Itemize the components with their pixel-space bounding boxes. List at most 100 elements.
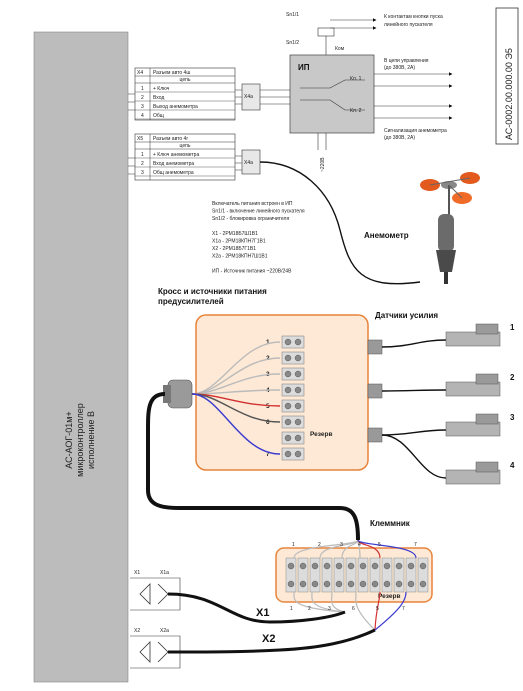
- x4-row-label: Вход: [153, 95, 164, 101]
- terminal-bottom-number: 1: [290, 606, 293, 612]
- force-sensor: [445, 421, 501, 437]
- info-line: X1 - 2РМ18Б7Ш1В1: [212, 231, 258, 237]
- x5a-connector: X4а: [235, 149, 261, 175]
- cross-title-line-1: Кросс и источники питания: [158, 287, 267, 296]
- x5a-label: X4а: [244, 160, 253, 166]
- info-line: X2а - 2РМ18КПН7Ш1В1: [212, 254, 268, 260]
- sig-note-line-1: Сигнализация анемометра: [384, 128, 447, 134]
- terminal-cell: [357, 557, 369, 593]
- x5-connector-table: X5 Разъем авто 4г цепь 1+ Ключ анемометр…: [134, 133, 236, 181]
- terminal-cell: [381, 557, 393, 593]
- kl2-label: Кл. 2: [350, 108, 362, 114]
- terminal-bottom-wire: [355, 591, 376, 631]
- sensor-cables: [381, 339, 447, 479]
- cross-title-line-2: предусилителей: [158, 297, 224, 306]
- terminal-wires: [293, 539, 417, 631]
- x4-header: цепь: [180, 77, 191, 83]
- terminal-top-number: 5: [378, 542, 381, 548]
- power-input: ~220В: [317, 133, 327, 172]
- sensor-cable: [381, 434, 447, 479]
- terminal-cell: [321, 557, 333, 593]
- sensor-number: 1: [510, 323, 515, 332]
- x1-cable: [167, 592, 346, 624]
- ctrl-note-line-2: (до 380В, 2А): [384, 65, 415, 71]
- terminal-bottom-number: 2: [308, 606, 311, 612]
- sensor-number: 4: [510, 461, 515, 470]
- x1-connector: X1 X1а: [130, 570, 181, 611]
- info-line: X1а - 2РМ18КПН7Г1В1: [212, 239, 266, 245]
- x1-label: X1: [134, 570, 140, 576]
- x4-row-num: 4: [141, 113, 144, 119]
- x2-cable: [167, 628, 376, 654]
- terminal-block: Резерв: [275, 547, 433, 603]
- v220-label: ~220В: [320, 157, 326, 172]
- terminal-top-wire: [357, 539, 417, 559]
- terminal-top-number: 1: [292, 542, 295, 548]
- x4-row-label: Выход анемометра: [153, 104, 198, 110]
- terminal-cell: [345, 557, 357, 593]
- ctrl-note-line-1: В цепи управления: [384, 58, 429, 64]
- x2a-label: X2а: [160, 628, 169, 634]
- terminal-top-number: 2: [318, 542, 321, 548]
- sn1-label: Sn1/1: [286, 12, 299, 18]
- kl1-label: Кл. 1: [350, 76, 362, 82]
- terminal-bottom-number: 3: [328, 606, 331, 612]
- doc-number: АС-0002.00.000.00 Э5: [504, 48, 514, 140]
- x4-label: X4: [137, 70, 143, 76]
- force-sensors: 1 2 3 4: [445, 323, 515, 485]
- ip-sub-label: Ком: [335, 46, 345, 52]
- x5-row-label: Общ анемометра: [153, 170, 194, 176]
- doc-number-box: АС-0002.00.000.00 Э5: [495, 7, 519, 145]
- sensor-number: 2: [510, 373, 515, 382]
- cross-terminal-number: 6: [266, 419, 270, 426]
- sensor-number: 3: [510, 413, 515, 422]
- cross-reserve-label: Резерв: [310, 431, 333, 438]
- cross-terminal-number: 5: [266, 403, 270, 410]
- info-line: Sn1/2 - блокировка ограничителя: [212, 216, 289, 222]
- terminal-reserve-label: Резерв: [378, 593, 401, 600]
- controller-line-2: микроконтроллер: [75, 403, 85, 477]
- force-sensor: [445, 469, 501, 485]
- controller-block: АС-АОГ-01м+ микроконтроллер исполнение В: [33, 31, 129, 683]
- x2-connector: X2 X2а: [130, 628, 181, 669]
- info-line: Sn1/1 - включение линейного пускателя: [212, 208, 305, 215]
- terminal-bottom-wire: [293, 591, 346, 613]
- controller-line-1: АС-АОГ-01м+: [64, 411, 74, 468]
- anemometer-image: [420, 172, 480, 284]
- cross-wires: [191, 341, 281, 455]
- switch-sn1: Sn1/1 Sn1/2 К контактам кнопки пуска лин…: [286, 12, 443, 55]
- terminal-cell: [297, 557, 309, 593]
- terminal-bottom-number: 5: [376, 606, 379, 612]
- sig-note-line-2: (до 380В, 2А): [384, 135, 415, 141]
- terminal-bottom-number: 6: [352, 606, 355, 612]
- cross-terminal-number: 1: [266, 339, 270, 346]
- sensor-glands: [367, 339, 383, 443]
- power-supply-box: ИП Ком Кл. 1 Кл. 2: [260, 46, 375, 134]
- force-sensor: [445, 381, 501, 397]
- sn-note-line-2: линейного пускателя: [384, 21, 433, 28]
- sensor-cable: [381, 429, 447, 436]
- ip-label: ИП: [298, 63, 310, 72]
- cross-cable-gland: [163, 379, 193, 409]
- sensor-cable: [381, 389, 447, 392]
- x5-row-num: 1: [141, 152, 144, 158]
- terminal-cell: [393, 557, 405, 593]
- x4-row-label: + Ключ: [153, 86, 170, 92]
- terminal-top-number: 7: [414, 542, 417, 548]
- terminal-bottom-wire: [374, 591, 381, 631]
- main-cable: [146, 392, 360, 541]
- sensors-title: Датчики усилия: [375, 311, 438, 320]
- x5-row-num: 2: [141, 161, 144, 167]
- force-sensor: [445, 331, 501, 347]
- sn-note-line-1: К контактам кнопки пуска: [384, 14, 443, 20]
- x4-row-num: 1: [141, 86, 144, 92]
- x4-row-label: Общ: [153, 113, 164, 119]
- x5-row-label: Вход анемометра: [153, 161, 194, 167]
- x4-row-num: 2: [141, 95, 144, 101]
- x4a-label: X4а: [244, 94, 253, 100]
- terminal-cell: [333, 557, 345, 593]
- controller-line-3: исполнение В: [86, 411, 96, 469]
- terminal-cell: [405, 557, 417, 593]
